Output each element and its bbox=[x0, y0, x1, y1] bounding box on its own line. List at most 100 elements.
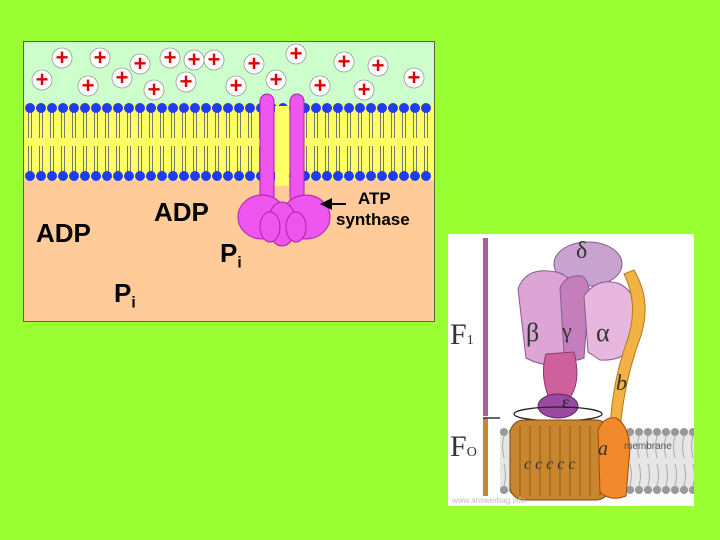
r-lipid-head bbox=[662, 486, 670, 494]
r-lipid-head bbox=[653, 486, 661, 494]
alpha-label: α bbox=[596, 318, 610, 347]
pi-label-center-main: P bbox=[220, 238, 238, 268]
r-lipid-head bbox=[680, 428, 688, 436]
r-lipid-head bbox=[635, 486, 643, 494]
proton-circle bbox=[285, 43, 307, 65]
proton-circle bbox=[129, 53, 151, 75]
pi-label-left-main: P bbox=[114, 278, 132, 308]
lipid-head bbox=[91, 171, 101, 181]
r-lipid-tail bbox=[502, 435, 505, 459]
lipid-head bbox=[223, 103, 233, 113]
lipid-head bbox=[124, 103, 134, 113]
lipid-head bbox=[410, 103, 420, 113]
proton-circle bbox=[31, 69, 53, 91]
lipid-head bbox=[377, 171, 387, 181]
proton-circle bbox=[309, 75, 331, 97]
lipid-head bbox=[399, 103, 409, 113]
lipid-head bbox=[201, 103, 211, 113]
f1-label-sub: 1 bbox=[466, 333, 474, 348]
adp-label-center: ADP bbox=[154, 197, 209, 227]
r-lipid-tail bbox=[655, 435, 658, 459]
lipid-head bbox=[245, 171, 255, 181]
r-lipid-tail bbox=[665, 463, 668, 487]
lipid-head bbox=[212, 171, 222, 181]
lipid-head bbox=[102, 171, 112, 181]
r-lipid-tail bbox=[691, 435, 694, 459]
r-lipid-head bbox=[689, 486, 694, 494]
chemiosmosis-diagram: ++++++++++++++++++++ ADP ADP Pi Pi ATP s… bbox=[23, 41, 435, 322]
lipid-head bbox=[377, 103, 387, 113]
proton-plus: + bbox=[408, 65, 421, 90]
fo-label: FO bbox=[450, 430, 477, 464]
atp-synthase-structure-svg bbox=[483, 238, 694, 501]
lipid-head bbox=[344, 103, 354, 113]
lipid-head bbox=[80, 103, 90, 113]
r-lipid-tail bbox=[692, 463, 694, 487]
proton-plus: + bbox=[180, 69, 193, 94]
proton-circle bbox=[77, 75, 99, 97]
lipid-head bbox=[201, 171, 211, 181]
proton-plus: + bbox=[36, 67, 49, 92]
proton-plus: + bbox=[82, 73, 95, 98]
r-lipid-tail bbox=[503, 463, 506, 487]
pointer-arrow bbox=[320, 198, 346, 210]
epsilon-subunit bbox=[537, 393, 579, 419]
fo-label-sub: O bbox=[466, 445, 477, 460]
lipid-head bbox=[410, 171, 420, 181]
r-lipid-head bbox=[626, 486, 634, 494]
lipid-head bbox=[366, 103, 376, 113]
lipid-head bbox=[36, 103, 46, 113]
gamma-shaft bbox=[542, 351, 578, 401]
proton-plus: + bbox=[248, 51, 261, 76]
r-lipid-head bbox=[500, 428, 508, 436]
a-subunit bbox=[597, 417, 631, 499]
c-ring bbox=[509, 419, 611, 501]
proton-circle bbox=[89, 47, 111, 69]
lipid-head bbox=[91, 103, 101, 113]
lipid-head bbox=[135, 171, 145, 181]
r-lipid-head bbox=[653, 428, 661, 436]
lipid-head bbox=[344, 171, 354, 181]
lipid-head bbox=[245, 103, 255, 113]
proton-circle bbox=[225, 75, 247, 97]
lipid-head bbox=[80, 171, 90, 181]
lipid-head bbox=[36, 171, 46, 181]
fo-label-main: F bbox=[450, 430, 467, 463]
pi-label-center-sub: i bbox=[237, 254, 242, 272]
lipid-head bbox=[322, 103, 332, 113]
proton-circle bbox=[183, 49, 205, 71]
lipid-head bbox=[58, 171, 68, 181]
lipid-head bbox=[146, 171, 156, 181]
proton-plus: + bbox=[208, 47, 221, 72]
proton-plus: + bbox=[56, 45, 69, 70]
r-lipid-head bbox=[635, 428, 643, 436]
lipid-head bbox=[47, 103, 57, 113]
synthase-head-lobe1 bbox=[259, 211, 281, 243]
proton-plus: + bbox=[314, 73, 327, 98]
lipid-head bbox=[47, 171, 57, 181]
lipid-head bbox=[113, 171, 123, 181]
lipid-head bbox=[146, 103, 156, 113]
lipid-head bbox=[311, 171, 321, 181]
r-lipid-tail bbox=[629, 463, 632, 487]
lipid-head bbox=[25, 103, 35, 113]
lipid-head bbox=[366, 171, 376, 181]
f1-scale-bar bbox=[483, 238, 488, 416]
proton-circle bbox=[403, 67, 425, 89]
gamma-label: γ bbox=[562, 318, 572, 343]
r-lipid-tail bbox=[682, 435, 685, 459]
r-lipid-head bbox=[500, 486, 508, 494]
fo-scale-bar bbox=[483, 418, 488, 496]
beta-label: β bbox=[526, 318, 540, 347]
r-lipid-head bbox=[680, 486, 688, 494]
lipid-head bbox=[179, 103, 189, 113]
lipid-head bbox=[157, 171, 167, 181]
adp-label-left: ADP bbox=[36, 218, 91, 248]
lipid-head bbox=[58, 103, 68, 113]
lipid-head bbox=[399, 171, 409, 181]
synthase-label: synthase bbox=[336, 210, 410, 229]
r-lipid-head bbox=[662, 428, 670, 436]
proton-plus: + bbox=[338, 49, 351, 74]
lipid-head bbox=[355, 103, 365, 113]
lipid-head bbox=[168, 171, 178, 181]
